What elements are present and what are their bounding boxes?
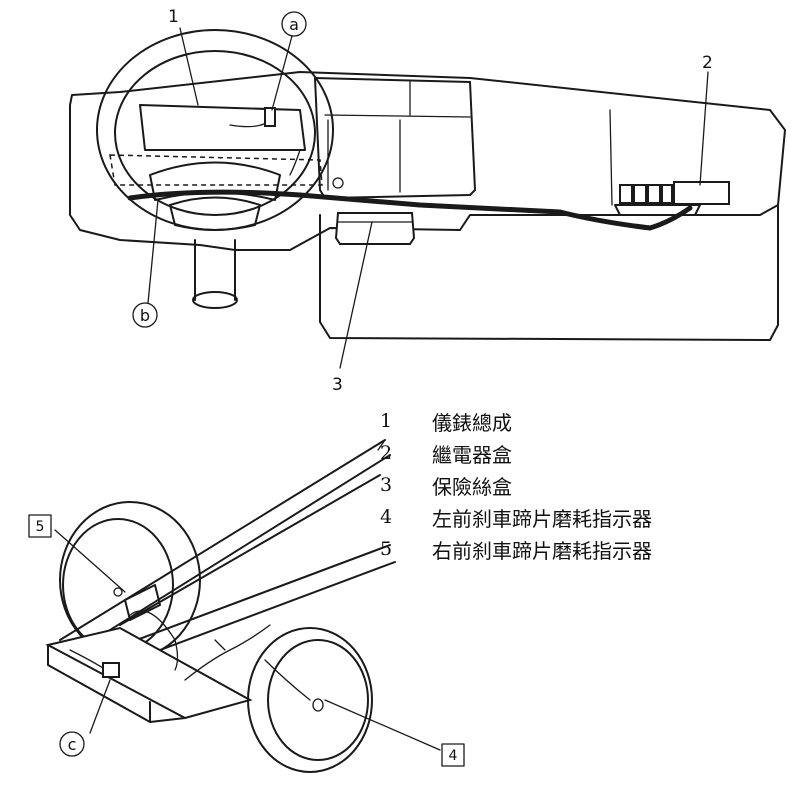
svg-text:b: b [140,306,150,325]
parts-legend: 1 儀錶總成 2 繼電器盒 3 保險絲盒 4 左前刹車蹄片磨耗指示器 5 右前刹… [380,405,800,565]
legend-item: 4 左前刹車蹄片磨耗指示器 [380,501,800,533]
callout-a: a [281,11,307,37]
legend-label: 左前刹車蹄片磨耗指示器 [432,506,652,531]
legend-label: 繼電器盒 [432,442,512,467]
svg-text:5: 5 [36,519,45,535]
callout-box-5: 5 [28,514,52,538]
top-leader-lines [147,27,709,369]
legend-number: 2 [380,442,393,464]
legend-number: 1 [380,410,393,432]
svg-text:c: c [68,735,77,754]
legend-number: 5 [380,538,393,560]
callout-1: 1 [168,7,179,27]
callout-3: 3 [332,375,343,395]
callout-2: 2 [702,53,713,73]
legend-item: 2 繼電器盒 [380,437,800,469]
svg-text:a: a [289,15,299,34]
svg-text:4: 4 [449,748,458,764]
callout-b: b [132,302,158,328]
legend-item: 5 右前刹車蹄片磨耗指示器 [380,533,800,565]
bottom-leader-lines [54,439,441,751]
chassis-illustration [45,439,396,773]
legend-label: 右前刹車蹄片磨耗指示器 [432,538,652,563]
dashboard-illustration [69,29,786,341]
callout-c: c [59,731,85,757]
legend-item: 1 儀錶總成 [380,405,800,437]
callout-box-4: 4 [441,743,465,767]
legend-number: 4 [380,506,393,528]
legend-number: 3 [380,474,393,496]
legend-label: 儀錶總成 [432,410,512,435]
legend-item: 3 保險絲盒 [380,469,800,501]
legend-label: 保險絲盒 [432,474,512,499]
